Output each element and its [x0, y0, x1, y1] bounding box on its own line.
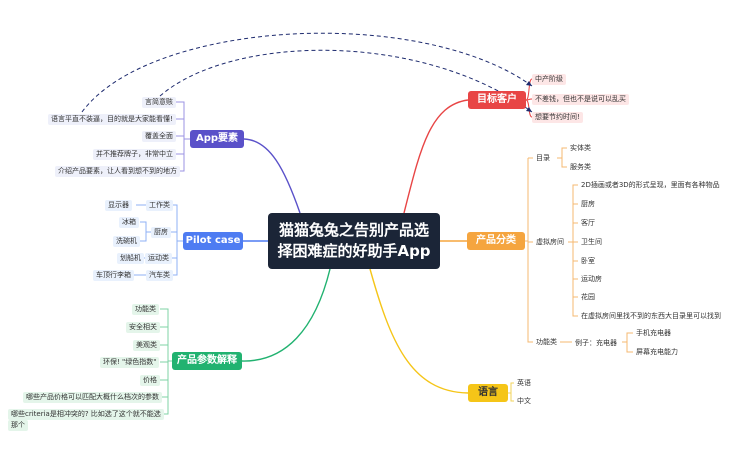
leaf-save-time[interactable]: 想要节约时间!	[532, 112, 583, 123]
leaf-criteria-conflict-cont[interactable]: 那个	[8, 420, 28, 431]
leaf-kitchen-room[interactable]: 厨房	[581, 200, 595, 208]
leaf-2d-3d[interactable]: 2D插画或者3D的形式呈现，里面有各种物品	[581, 181, 720, 189]
leaf-price[interactable]: 价格	[140, 375, 160, 386]
edge-center-target	[403, 99, 469, 214]
node-catalog[interactable]: 目录	[536, 154, 550, 162]
leaf-service[interactable]: 服务类	[570, 163, 591, 171]
edge-language-items	[508, 382, 514, 402]
leaf-function-params[interactable]: 功能类	[132, 304, 159, 315]
leaf-neutral[interactable]: 并不推荐牌子，非常中立	[93, 149, 176, 160]
relation-arc-outer	[81, 32, 533, 113]
node-virtual-room[interactable]: 虚拟房间	[536, 238, 564, 246]
group-kitchen[interactable]: 厨房	[151, 227, 171, 238]
leaf-criteria-conflict[interactable]: 哪些criteria是相冲突的? 比如选了这个就不能选	[8, 409, 164, 420]
leaf-intro-elements[interactable]: 介绍产品要素，让人看到想不到的地方	[55, 166, 180, 177]
node-function[interactable]: 功能类	[536, 338, 557, 346]
group-car[interactable]: 汽车类	[146, 270, 173, 281]
topic-pilot-case[interactable]: Pilot case	[183, 232, 243, 250]
relation-arc-inner	[159, 49, 533, 113]
group-work[interactable]: 工作类	[146, 200, 173, 211]
edge-catalog-items	[557, 147, 567, 168]
leaf-rowing-machine[interactable]: 划船机	[117, 253, 144, 264]
leaf-bedroom[interactable]: 卧室	[581, 257, 595, 265]
edge-params-trunk-top	[160, 308, 172, 362]
leaf-not-short-money[interactable]: 不差钱，但也不是说可以乱买	[532, 94, 629, 105]
leaf-price-match[interactable]: 哪些产品价格可以匹配大概什么档次的参数	[23, 392, 162, 403]
leaf-phone-charger[interactable]: 手机充电器	[636, 329, 671, 337]
edge-params-trunk-bottom	[160, 361, 169, 415]
leaf-roof-box[interactable]: 车顶行李箱	[93, 270, 134, 281]
leaf-big-catalog[interactable]: 在虚拟房间里找不到的东西大目录里可以找到	[581, 312, 721, 320]
leaf-comprehensive[interactable]: 覆盖全面	[142, 131, 176, 142]
edge-target-0	[525, 78, 533, 101]
leaf-physical[interactable]: 实体类	[570, 144, 591, 152]
topic-app-elements[interactable]: App要素	[190, 130, 244, 148]
leaf-plain-language[interactable]: 语言平直不装逼，目的就是大家能看懂!	[48, 114, 176, 125]
group-sports[interactable]: 运动类	[145, 253, 172, 264]
arrowhead-inner	[526, 107, 532, 112]
edge-center-params	[241, 268, 331, 362]
leaf-living-room[interactable]: 客厅	[581, 219, 595, 227]
edge-center-app	[243, 138, 301, 214]
leaf-green-index[interactable]: 环保! "绿色指数"	[100, 357, 160, 368]
leaf-safety[interactable]: 安全相关	[126, 322, 160, 333]
leaf-garden[interactable]: 花园	[581, 293, 595, 301]
leaf-english[interactable]: 英语	[517, 379, 531, 387]
leaf-aesthetics[interactable]: 美观类	[133, 340, 160, 351]
topic-target-customers[interactable]: 目标客户	[468, 91, 526, 109]
edge-pilot-trunk	[170, 204, 183, 276]
leaf-dishwasher[interactable]: 洗碗机	[113, 236, 140, 247]
topic-parameter-explanation[interactable]: 产品参数解释	[172, 352, 242, 370]
edge-cat-trunk	[525, 240, 533, 343]
topic-language[interactable]: 语言	[468, 384, 508, 402]
leaf-fridge[interactable]: 冰箱	[119, 217, 139, 228]
leaf-screen-charging[interactable]: 屏幕充电能力	[636, 348, 678, 356]
leaf-concise[interactable]: 言简意赅	[142, 97, 176, 108]
leaf-monitor[interactable]: 显示器	[105, 200, 132, 211]
leaf-middle-class[interactable]: 中产阶级	[532, 74, 566, 85]
leaf-chinese[interactable]: 中文	[517, 397, 531, 405]
edge-center-language	[369, 268, 469, 394]
node-charger-example[interactable]: 例子：充电器	[575, 339, 617, 347]
central-topic[interactable]: 猫猫兔兔之告别产品选择困难症的好助手App	[268, 213, 440, 269]
arrowhead-outer	[526, 81, 532, 86]
leaf-bathroom[interactable]: 卫生间	[581, 238, 602, 246]
leaf-gym-room[interactable]: 运动房	[581, 275, 602, 283]
edge-kitchen-items	[140, 221, 151, 242]
edge-charger-items	[622, 332, 633, 353]
edge-virtual-trunk	[568, 184, 578, 317]
topic-product-category[interactable]: 产品分类	[467, 232, 525, 250]
